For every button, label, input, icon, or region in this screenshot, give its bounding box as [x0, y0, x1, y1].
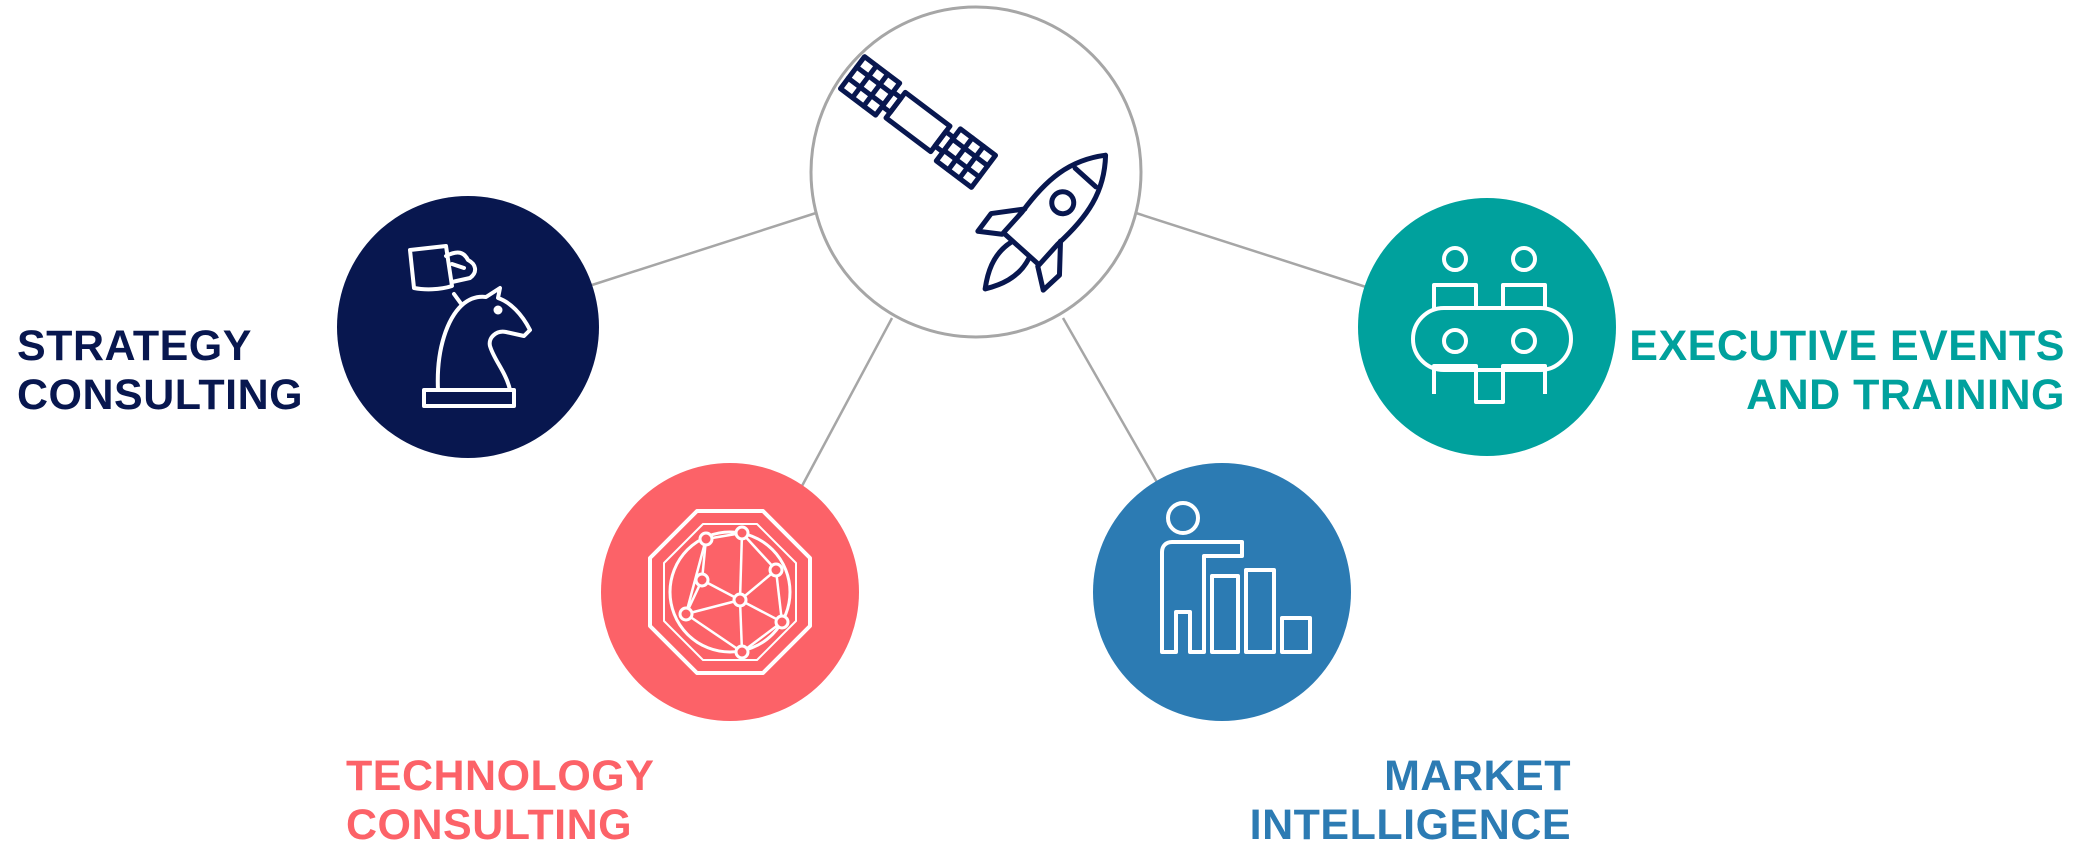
market-node: [1093, 463, 1351, 721]
connector-technology: [800, 317, 894, 487]
executive-label-line1: EXECUTIVE EVENTS: [1629, 322, 2065, 370]
satellite-rocket-icon: [837, 54, 1109, 293]
market-label: MARKET INTELLIGENCE: [1250, 752, 1571, 850]
executive-node: [1358, 198, 1616, 456]
technology-circle: [601, 463, 859, 721]
meeting-table-icon: [1411, 246, 1573, 404]
strategy-circle: [337, 196, 599, 458]
connector-strategy: [591, 211, 817, 287]
strategy-label-line1: STRATEGY: [17, 322, 252, 370]
technology-label-line2: CONSULTING: [346, 801, 633, 849]
connector-market: [1061, 317, 1160, 485]
technology-label-line1: TECHNOLOGY: [346, 752, 655, 800]
executive-label-line2: AND TRAINING: [1746, 371, 2065, 419]
presenter-bar-chart-icon: [1160, 501, 1312, 654]
technology-node: [601, 463, 859, 721]
strategy-node: [337, 196, 599, 458]
connector-lines: [591, 211, 1367, 487]
network-globe-icon: [648, 509, 812, 675]
connector-executive: [1135, 211, 1367, 289]
chess-knight-icon: [408, 244, 532, 408]
market-circle: [1093, 463, 1351, 721]
technology-label: TECHNOLOGY CONSULTING: [346, 752, 654, 850]
executive-label: EXECUTIVE EVENTS AND TRAINING: [1629, 322, 2065, 420]
executive-circle: [1358, 198, 1616, 456]
hub-node: [809, 5, 1143, 339]
strategy-label-line2: CONSULTING: [17, 371, 304, 419]
market-label-line1: MARKET: [1384, 752, 1571, 800]
market-label-line2: INTELLIGENCE: [1249, 801, 1571, 849]
strategy-label: STRATEGY CONSULTING: [17, 322, 303, 420]
